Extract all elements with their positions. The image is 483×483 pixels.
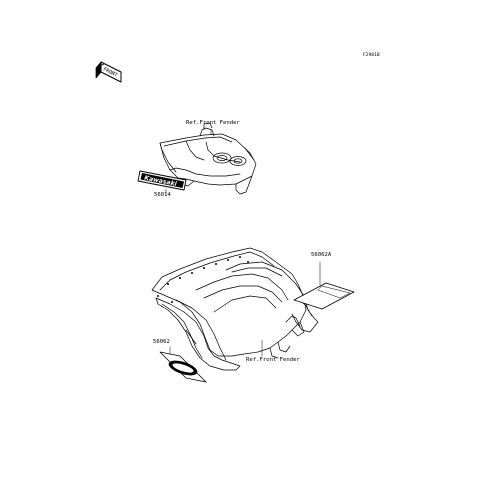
part-number-56062: 56062	[153, 339, 170, 345]
main-fender-part	[151, 247, 319, 371]
lower-reference-label: Ref.Front Fender	[246, 357, 300, 363]
decal-56014: Kawasaki	[137, 170, 187, 191]
part-number-56014: 56014	[154, 192, 171, 198]
decal-56062A	[293, 282, 355, 310]
decal-56062	[159, 351, 207, 383]
upper-leader-lines	[165, 129, 212, 195]
upper-fender-part	[159, 122, 257, 195]
front-direction-icon: FRONT	[95, 61, 122, 83]
upper-reference-label: Ref.Front Fender	[186, 120, 240, 126]
figure-code: F2981B	[363, 53, 380, 58]
part-number-56062A: 56062A	[311, 252, 332, 258]
lower-leader-lines	[169, 261, 321, 357]
